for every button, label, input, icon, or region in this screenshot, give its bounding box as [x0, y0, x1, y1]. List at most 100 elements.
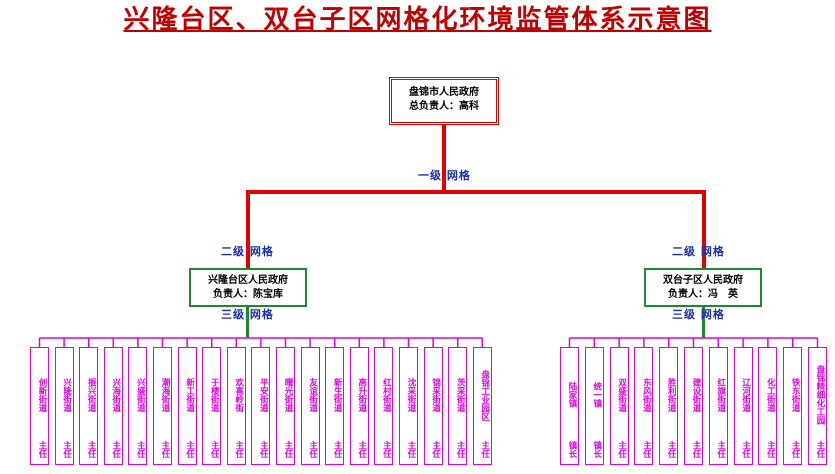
grid-unit-box: 曙光街道主任 [276, 347, 295, 465]
grid-unit-box: 友谊街道主任 [300, 347, 320, 465]
grid-unit-box: 铁东街道主任 [783, 347, 803, 465]
city-government-person: 总负责人：高科 [409, 101, 479, 112]
level2-label-left: 二级 网格 [221, 245, 274, 258]
grid-unit-role: 主任 [715, 440, 726, 458]
grid-unit-role: 主任 [307, 440, 318, 458]
grid-unit-name: 铁东街道 [790, 378, 801, 412]
grid-unit-box: 兴盛街道主任 [128, 347, 148, 465]
grid-unit-name: 欢喜岭街 [233, 378, 244, 412]
grid-unit-role: 主任 [61, 440, 72, 458]
grid-unit-box: 于楼街道主任 [202, 347, 222, 465]
grid-unit-role: 主任 [616, 440, 627, 458]
grid-unit-box: 辽河街道主任 [733, 347, 753, 465]
grid-unit-name: 胜利街道 [666, 378, 677, 412]
grid-unit-name: 兴隆街道 [61, 378, 72, 412]
grid-unit-role: 主任 [406, 440, 416, 458]
grid-unit-name: 潮海街道 [160, 378, 170, 412]
grid-unit-role: 主任 [283, 440, 293, 458]
grid-unit-name: 红村街道 [381, 378, 392, 412]
city-government-box: 盘锦市人民政府 总负责人：高科 [389, 77, 499, 125]
level2-label-right: 二级 网格 [672, 245, 725, 258]
grid-unit-box: 双盛街道主任 [609, 347, 629, 465]
grid-unit-name: 建设街道 [691, 378, 701, 412]
grid-unit-role: 主任 [691, 440, 701, 458]
grid-unit-name: 高升街道 [356, 378, 367, 412]
xinglongtai-government-person: 负责人：陈宝库 [213, 289, 283, 300]
grid-unit-role: 主任 [258, 440, 269, 458]
grid-unit-box: 兴隆街道主任 [54, 347, 74, 465]
grid-unit-name: 红旗街道 [715, 378, 726, 412]
grid-unit-box: 锦采街道主任 [423, 347, 443, 465]
grid-unit-box: 化工街道主任 [758, 347, 778, 465]
level3-label-left: 三级 网格 [221, 308, 274, 321]
diagram-title: 兴隆台区、双台子区网格化环境监管体系示意图 [123, 5, 712, 35]
grid-unit-box: 建设街道主任 [684, 347, 703, 465]
grid-unit-role: 主任 [37, 440, 47, 458]
grid-unit-role: 主任 [86, 440, 97, 458]
grid-unit-name: 曙光街道 [283, 378, 293, 412]
grid-unit-role: 主任 [790, 440, 801, 458]
grid-unit-box: 欢喜岭街主任 [226, 347, 246, 465]
grid-unit-box: 盘锦工业园区主任 [472, 347, 492, 465]
grid-unit-box: 高升街道主任 [349, 347, 369, 465]
grid-unit-name: 盘锦工业园区 [479, 369, 490, 421]
grid-unit-box: 陆家镇镇长 [560, 347, 579, 465]
grid-unit-role: 镇长 [591, 440, 602, 458]
grid-unit-name: 兴盛街道 [135, 378, 146, 412]
grid-unit-box: 沈采街道主任 [399, 347, 418, 465]
shuangtaizi-government-name: 双台子区人民政府 [663, 275, 743, 286]
grid-unit-name: 双盛街道 [616, 378, 627, 412]
grid-unit-box: 创新街道主任 [30, 347, 49, 465]
grid-unit-role: 主任 [430, 440, 441, 458]
city-government-name: 盘锦市人民政府 [409, 87, 479, 98]
grid-unit-role: 主任 [233, 440, 244, 458]
grid-unit-name: 创新街道 [37, 378, 47, 412]
grid-unit-name: 陆家镇 [567, 382, 577, 408]
grid-unit-name: 新工街道 [184, 378, 195, 412]
grid-unit-name: 新生街道 [332, 378, 343, 412]
grid-unit-name: 沈采街道 [406, 378, 416, 412]
grid-unit-role: 主任 [110, 440, 121, 458]
shuangtaizi-government-person: 负责人：冯 英 [668, 289, 738, 300]
grid-unit-name: 辽河街道 [740, 378, 751, 412]
grid-unit-name: 茨采街道 [455, 378, 466, 412]
grid-unit-box: 新生街道主任 [325, 347, 345, 465]
grid-unit-role: 主任 [765, 440, 776, 458]
grid-unit-role: 镇长 [567, 440, 577, 458]
grid-unit-box: 兴海街道主任 [103, 347, 123, 465]
grid-unit-role: 主任 [666, 440, 677, 458]
grid-unit-role: 主任 [332, 440, 343, 458]
grid-unit-box: 红村街道主任 [374, 347, 394, 465]
grid-unit-name: 东风街道 [641, 378, 652, 412]
grid-unit-role: 主任 [455, 440, 466, 458]
level3-label-right: 三级 网格 [672, 308, 725, 321]
grid-unit-box: 胜利街道主任 [659, 347, 679, 465]
grid-unit-role: 主任 [209, 440, 220, 458]
grid-unit-box: 茨采街道主任 [448, 347, 468, 465]
level1-label: 一级 网格 [418, 169, 471, 182]
shuangtaizi-government-box: 双台子区人民政府 负责人：冯 英 [644, 268, 762, 307]
grid-unit-role: 主任 [815, 440, 825, 458]
grid-unit-box: 新工街道主任 [177, 347, 197, 465]
grid-unit-name: 于楼街道 [209, 378, 220, 412]
grid-unit-name: 盘锦精细化工园 [815, 365, 825, 425]
grid-unit-role: 主任 [479, 440, 490, 458]
grid-unit-name: 友谊街道 [307, 378, 318, 412]
grid-unit-box: 统一镇镇长 [584, 347, 604, 465]
grid-unit-role: 主任 [641, 440, 652, 458]
grid-unit-name: 统一镇 [591, 382, 602, 408]
grid-unit-name: 振兴街道 [86, 378, 97, 412]
grid-unit-box: 振兴街道主任 [79, 347, 99, 465]
grid-unit-box: 平安街道主任 [251, 347, 271, 465]
grid-unit-name: 锦采街道 [430, 378, 441, 412]
grid-unit-name: 平安街道 [258, 378, 269, 412]
grid-unit-name: 兴海街道 [110, 378, 121, 412]
grid-unit-box: 东风街道主任 [634, 347, 654, 465]
grid-unit-role: 主任 [160, 440, 170, 458]
grid-unit-box: 盘锦精细化工园主任 [808, 347, 827, 465]
grid-unit-name: 化工街道 [765, 378, 776, 412]
xinglongtai-government-name: 兴隆台区人民政府 [208, 275, 288, 286]
grid-unit-role: 主任 [740, 440, 751, 458]
grid-unit-role: 主任 [184, 440, 195, 458]
grid-unit-box: 红旗街道主任 [708, 347, 728, 465]
